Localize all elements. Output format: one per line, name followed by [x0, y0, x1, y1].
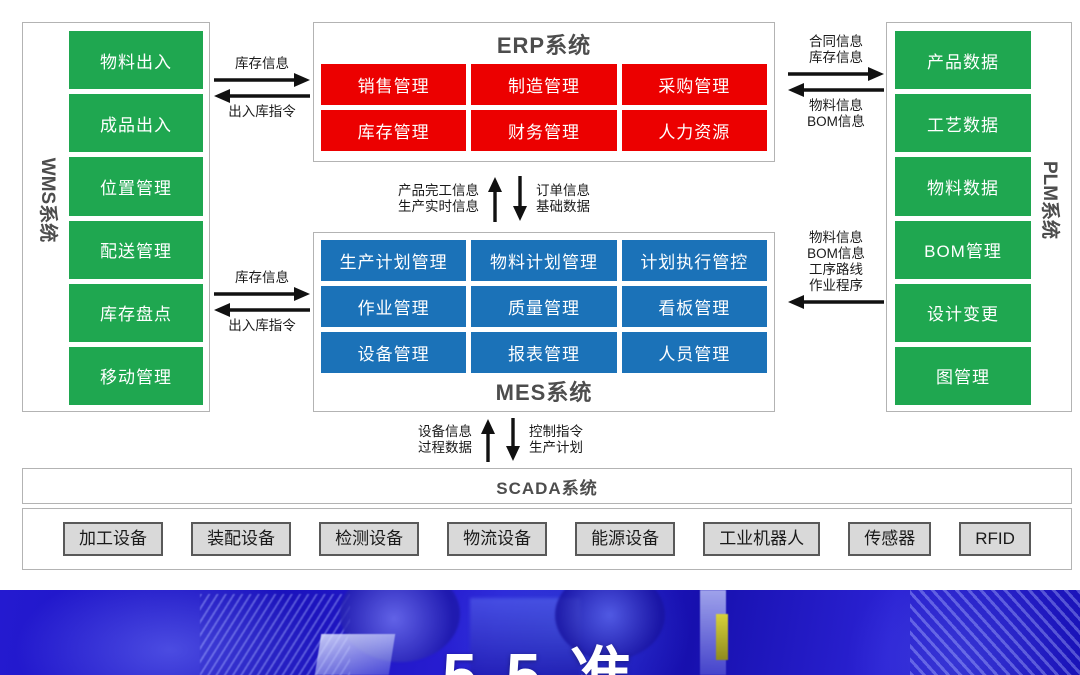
- device-chip-0[interactable]: 加工设备: [63, 521, 164, 557]
- photo-headline-text: 5 5 准: [0, 646, 1080, 675]
- mes-module-1[interactable]: 物料计划管理: [471, 240, 617, 281]
- arrow-up-icon: [488, 177, 502, 222]
- erp-module-2[interactable]: 采购管理: [621, 64, 767, 105]
- wms-module-0[interactable]: 物料出入: [69, 31, 203, 90]
- wms-panel-title: WMS系统: [37, 157, 58, 243]
- device-chip-2[interactable]: 检测设备: [319, 521, 420, 557]
- device-chip-5[interactable]: 工业机器人: [703, 521, 821, 557]
- device-list: 加工设备 装配设备 检测设备 物流设备 能源设备 工业机器人 传感器 RFID: [23, 518, 1071, 560]
- arrow-down-icon: [506, 418, 520, 461]
- flow-mes-scada-up-label: 设备信息 过程数据: [418, 423, 472, 455]
- photo-yellow-bar: [716, 614, 728, 660]
- flow-erp-plm-top-label: 合同信息 库存信息: [809, 34, 863, 65]
- flow-erp-mes: 产品完工信息 生产实时信息 订单信息 基础数据: [398, 176, 590, 222]
- wms-module-2[interactable]: 位置管理: [69, 157, 203, 216]
- erp-module-5[interactable]: 人力资源: [621, 110, 767, 151]
- mes-module-5[interactable]: 看板管理: [621, 286, 767, 327]
- mes-module-grid: 生产计划管理 物料计划管理 计划执行管控 作业管理 质量管理 看板管理 设备管理…: [321, 240, 767, 373]
- mes-module-2[interactable]: 计划执行管控: [621, 240, 767, 281]
- plm-module-4[interactable]: 设计变更: [895, 283, 1031, 342]
- arrow-left-icon: [788, 294, 884, 309]
- mes-module-4[interactable]: 质量管理: [471, 286, 617, 327]
- wms-module-3[interactable]: 配送管理: [69, 220, 203, 279]
- plm-module-1[interactable]: 工艺数据: [895, 94, 1031, 153]
- flow-mes-scada-down-label: 控制指令 生产计划: [529, 423, 583, 455]
- flow-wms-mes: 库存信息 出入库指令: [212, 270, 312, 334]
- scada-panel: SCADA系统: [22, 468, 1072, 504]
- arrow-left-icon: [788, 82, 884, 97]
- flow-erp-plm-bottom-label: 物料信息 BOM信息: [807, 97, 865, 129]
- wms-module-5[interactable]: 移动管理: [69, 346, 203, 406]
- arrow-up-icon: [481, 419, 495, 462]
- arrow-left-icon: [214, 88, 310, 103]
- flow-wms-erp: 库存信息 出入库指令: [212, 56, 312, 120]
- flow-wms-mes-top-label: 库存信息: [235, 270, 289, 285]
- wms-panel: WMS系统 物料出入 成品出入 位置管理 配送管理 库存盘点 移动管理: [22, 22, 210, 412]
- flow-mes-plm-label: 物料信息 BOM信息 工序路线 作业程序: [807, 230, 865, 293]
- plm-module-3[interactable]: BOM管理: [895, 220, 1031, 279]
- flow-mes-plm: 物料信息 BOM信息 工序路线 作业程序: [786, 230, 886, 310]
- arrow-right-icon: [214, 72, 310, 87]
- erp-module-3[interactable]: 库存管理: [321, 110, 467, 151]
- mes-module-8[interactable]: 人员管理: [621, 332, 767, 373]
- erp-panel-title: ERP系统: [496, 33, 592, 58]
- photo-machine-head-right: [555, 590, 665, 660]
- mes-panel: 生产计划管理 物料计划管理 计划执行管控 作业管理 质量管理 看板管理 设备管理…: [313, 232, 775, 412]
- flow-erp-mes-down-label: 订单信息 基础数据: [536, 182, 590, 214]
- device-layer-panel: 加工设备 装配设备 检测设备 物流设备 能源设备 工业机器人 传感器 RFID: [22, 508, 1072, 570]
- arrow-right-icon: [788, 66, 884, 81]
- plm-module-5[interactable]: 图管理: [895, 346, 1031, 406]
- plm-module-list: 产品数据 工艺数据 物料数据 BOM管理 设计变更 图管理: [895, 31, 1031, 406]
- plm-module-0[interactable]: 产品数据: [895, 31, 1031, 90]
- flow-wms-erp-bottom-label: 出入库指令: [228, 103, 296, 119]
- flow-wms-mes-bottom-label: 出入库指令: [228, 317, 296, 333]
- plm-module-2[interactable]: 物料数据: [895, 157, 1031, 216]
- device-chip-6[interactable]: 传感器: [848, 521, 932, 557]
- plm-panel-title: PLM系统: [1039, 160, 1060, 240]
- mes-module-7[interactable]: 报表管理: [471, 332, 617, 373]
- mes-panel-title: MES系统: [495, 380, 593, 405]
- flow-erp-plm: 合同信息 库存信息 物料信息 BOM信息: [786, 34, 886, 130]
- scada-panel-title: SCADA系统: [496, 478, 598, 498]
- flow-erp-mes-up-label: 产品完工信息 生产实时信息: [398, 182, 479, 214]
- erp-module-0[interactable]: 销售管理: [321, 64, 467, 105]
- mes-module-6[interactable]: 设备管理: [321, 332, 467, 373]
- mes-module-0[interactable]: 生产计划管理: [321, 240, 467, 281]
- erp-module-1[interactable]: 制造管理: [471, 64, 617, 105]
- wms-module-list: 物料出入 成品出入 位置管理 配送管理 库存盘点 移动管理: [69, 31, 203, 406]
- device-chip-3[interactable]: 物流设备: [447, 521, 548, 557]
- plm-panel: 产品数据 工艺数据 物料数据 BOM管理 设计变更 图管理 PLM系统: [886, 22, 1072, 412]
- arrow-left-icon: [214, 302, 310, 317]
- mes-module-3[interactable]: 作业管理: [321, 286, 467, 327]
- flow-wms-erp-top-label: 库存信息: [235, 56, 289, 71]
- photo-hatch-pattern: [910, 590, 1080, 675]
- bottom-photo-banner: 5 5 准: [0, 590, 1080, 675]
- wms-module-1[interactable]: 成品出入: [69, 94, 203, 153]
- device-chip-1[interactable]: 装配设备: [191, 521, 292, 557]
- erp-panel: ERP系统 销售管理 制造管理 采购管理 库存管理 财务管理 人力资源: [313, 22, 775, 162]
- arrow-down-icon: [513, 176, 527, 221]
- system-architecture-diagram: WMS系统 物料出入 成品出入 位置管理 配送管理 库存盘点 移动管理 ERP系…: [22, 22, 1072, 570]
- flow-mes-scada: 设备信息 过程数据 控制指令 生产计划: [418, 418, 583, 462]
- erp-module-grid: 销售管理 制造管理 采购管理 库存管理 财务管理 人力资源: [321, 64, 767, 151]
- arrow-right-icon: [214, 286, 310, 301]
- device-chip-7[interactable]: RFID: [959, 521, 1031, 557]
- erp-module-4[interactable]: 财务管理: [471, 110, 617, 151]
- wms-module-4[interactable]: 库存盘点: [69, 283, 203, 342]
- device-chip-4[interactable]: 能源设备: [575, 521, 676, 557]
